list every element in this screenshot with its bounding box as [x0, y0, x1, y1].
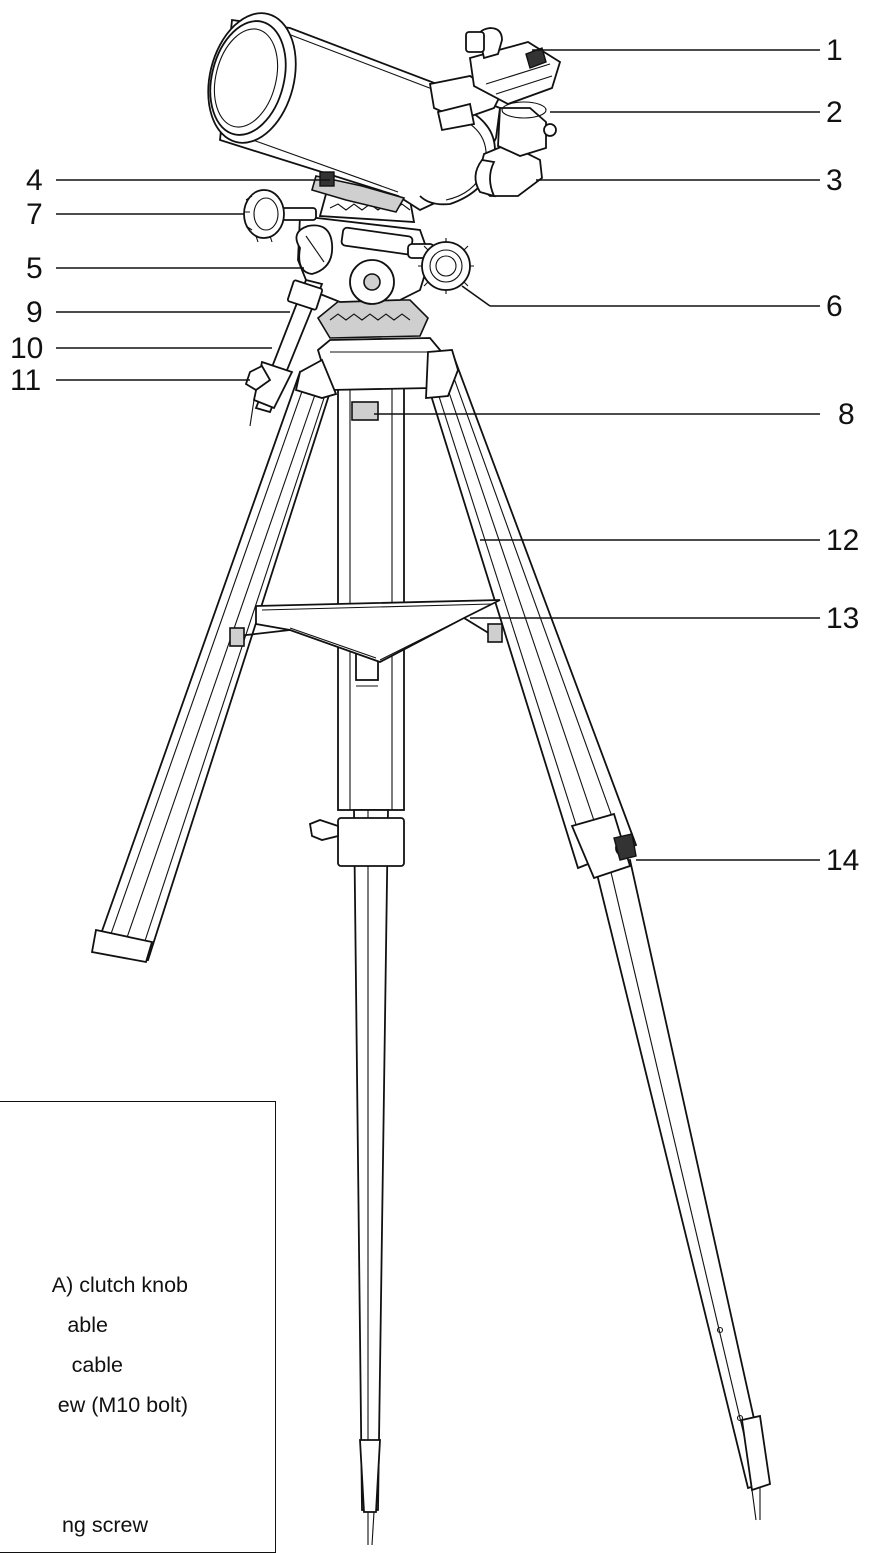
legend-list: A) clutch knob able cable ew (M10 bolt) …	[0, 1265, 278, 1545]
tripod-leg-right	[418, 350, 772, 1521]
callout-13: 13	[826, 602, 859, 635]
slow-motion-knob-right[interactable]	[407, 238, 474, 294]
legend-item: ew (M10 bolt)	[0, 1385, 278, 1425]
legend-item	[0, 1425, 278, 1465]
callout-11: 11	[10, 364, 41, 397]
control-rod[interactable]	[244, 278, 324, 427]
red-dot-finder[interactable]	[465, 27, 562, 105]
optical-tube	[207, 12, 501, 213]
accessory-tray	[229, 599, 503, 663]
callout-1: 1	[826, 34, 843, 67]
callout-6: 6	[826, 290, 843, 323]
legend-item: A) clutch knob	[0, 1265, 278, 1305]
leg-clamp-right[interactable]	[570, 812, 637, 880]
callout-2: 2	[826, 96, 843, 129]
callout-12: 12	[826, 524, 859, 557]
tripod-head	[294, 337, 459, 399]
callout-8: 8	[838, 398, 855, 431]
callout-9: 9	[26, 296, 43, 329]
legend-text: ew (M10 bolt)	[57, 1393, 188, 1417]
callout-7: 7	[26, 198, 43, 231]
callout-3: 3	[826, 164, 843, 197]
callout-4: 4	[26, 164, 43, 197]
leg-clamp-center[interactable]	[308, 817, 405, 867]
legend-item: ng screw	[0, 1505, 278, 1545]
legend-text: A) clutch knob	[51, 1273, 188, 1297]
legend-text: ng screw	[61, 1513, 148, 1537]
legend-text: able	[67, 1313, 108, 1337]
legend-item: able	[0, 1305, 278, 1345]
leader-lines	[56, 49, 820, 861]
callout-numbers: 1 2 3 4 7 5 9 6 10 11 8 12 13 14	[10, 34, 859, 877]
callout-14: 14	[826, 844, 859, 877]
legend-item	[0, 1465, 278, 1505]
legend-text: cable	[71, 1353, 123, 1377]
star-diagonal[interactable]	[474, 101, 557, 198]
clutch-knob[interactable]	[295, 224, 334, 275]
finder-bracket	[428, 75, 502, 132]
parts-legend: A) clutch knob able cable ew (M10 bolt) …	[0, 1101, 276, 1553]
callout-5: 5	[26, 252, 43, 285]
slow-motion-knob-left[interactable]	[243, 189, 285, 243]
legend-item: cable	[0, 1345, 278, 1385]
callout-10: 10	[10, 332, 43, 365]
tripod-leg-center	[337, 363, 405, 1546]
tripod-leg-left	[90, 370, 332, 964]
